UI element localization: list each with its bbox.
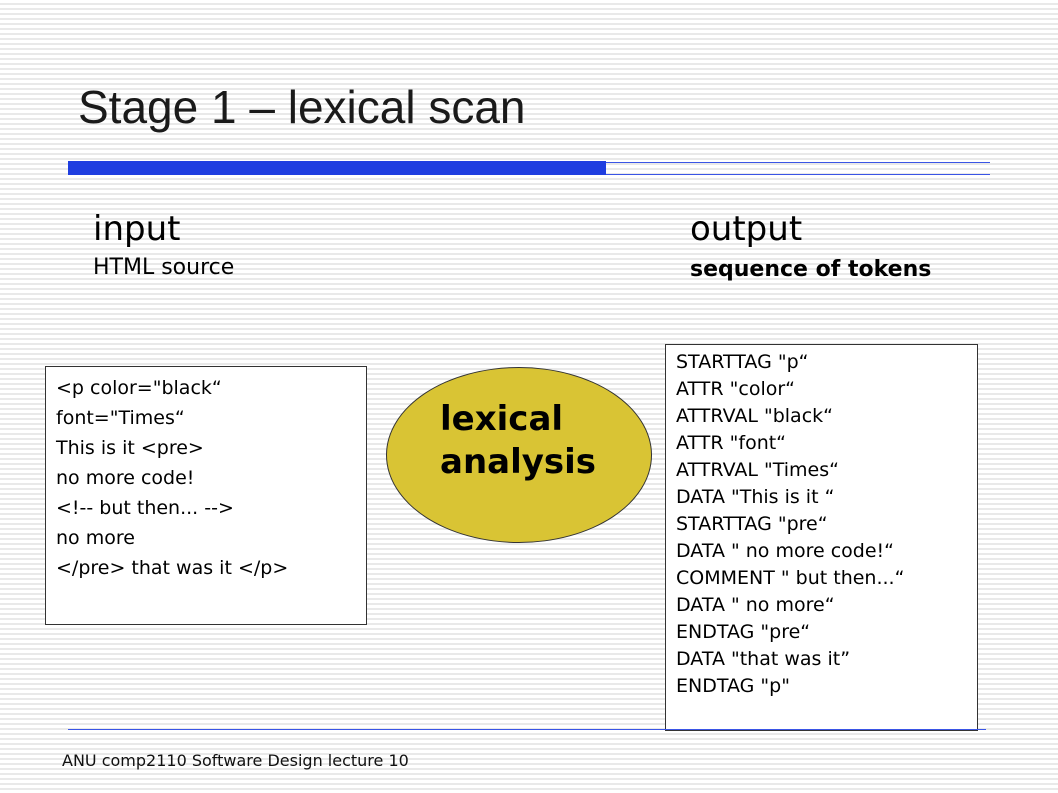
source-line: </pre> that was it </p> [56, 557, 289, 579]
slide-title: Stage 1 – lexical scan [78, 81, 526, 133]
token-line: DATA " no more“ [676, 594, 835, 616]
token-line: DATA "that was it” [676, 648, 851, 670]
process-label-line: lexical [440, 399, 564, 439]
source-line: no more [56, 527, 135, 549]
source-line: <p color="black“ [56, 377, 222, 399]
token-line: STARTTAG "p“ [676, 351, 809, 373]
token-sequence-box: STARTTAG "p“ ATTR "color“ ATTRVAL "black… [665, 344, 978, 731]
output-subheading: sequence of tokens [690, 257, 932, 282]
token-line: STARTTAG "pre“ [676, 513, 828, 535]
slide-footer: ANU comp2110 Software Design lecture 10 [62, 751, 409, 770]
token-line: ATTR "font“ [676, 432, 787, 454]
token-line: ATTRVAL "Times“ [676, 459, 839, 481]
lexical-analysis-label: lexical analysis [440, 398, 596, 484]
output-heading: output [690, 209, 803, 249]
html-source-box: <p color="black“ font="Times“ This is it… [45, 366, 367, 625]
source-line: This is it <pre> [56, 437, 204, 459]
token-line: ATTRVAL "black“ [676, 405, 833, 427]
token-line: DATA "This is it “ [676, 486, 835, 508]
source-line: font="Times“ [56, 407, 185, 429]
source-line: no more code! [56, 467, 195, 489]
token-line: ENDTAG "pre“ [676, 621, 811, 643]
token-line: DATA " no more code!“ [676, 540, 895, 562]
token-line: ENDTAG "p" [676, 675, 790, 697]
token-line: COMMENT " but then...“ [676, 567, 905, 589]
token-line: ATTR "color“ [676, 378, 796, 400]
title-underline-bar [68, 161, 606, 175]
title-rule-bottom [606, 174, 990, 175]
input-heading: input [93, 209, 181, 249]
title-rule-top [606, 162, 990, 163]
footer-rule [68, 729, 986, 730]
lexical-analysis-ellipse [386, 367, 652, 543]
source-line: <!-- but then... --> [56, 497, 234, 519]
input-subheading: HTML source [93, 255, 235, 280]
process-label-line: analysis [440, 442, 597, 482]
